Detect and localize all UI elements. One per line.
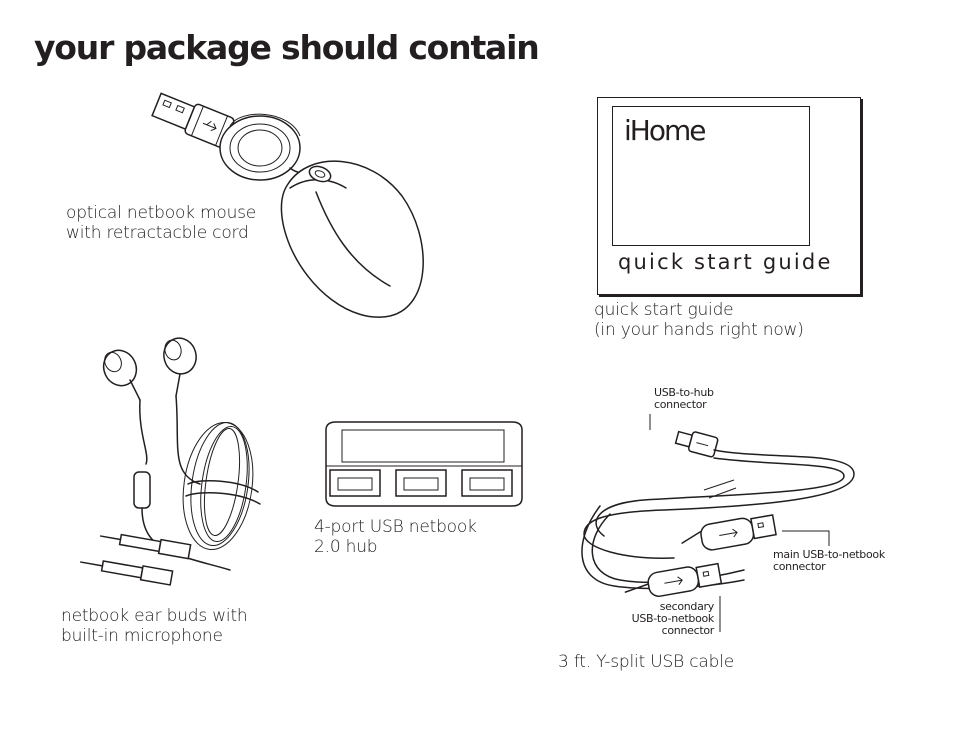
earbuds-caption-line1: netbook ear buds with bbox=[61, 606, 248, 626]
mouse-caption-line2: with retractacble cord bbox=[66, 223, 249, 243]
mouse-caption-line1: optical netbook mouse bbox=[66, 203, 257, 223]
usb-to-hub-connector-label: USB-to-hub connector bbox=[654, 387, 714, 411]
secondary-usb-to-netbook-connector-label: secondary USB-to-netbook connector bbox=[620, 600, 715, 637]
secondary-connector-label-line2: USB-to-netbook bbox=[631, 612, 715, 625]
quick-start-caption: quick start guide (in your hands right n… bbox=[594, 300, 804, 340]
hub-caption-line1: 4-port USB netbook bbox=[314, 517, 477, 537]
quick-start-guide-booklet bbox=[597, 97, 861, 295]
mouse-illustration bbox=[151, 92, 424, 318]
ihome-logo: iHome bbox=[624, 114, 706, 147]
earbuds-illustration bbox=[80, 337, 261, 586]
page-title: your package should contain bbox=[34, 28, 540, 67]
secondary-connector-label-line1: secondary bbox=[659, 600, 715, 613]
hub-caption-line2: 2.0 hub bbox=[314, 537, 378, 557]
quick-start-caption-line1: quick start guide bbox=[594, 300, 734, 320]
usb-cable-illustration bbox=[581, 414, 855, 632]
usb-hub-illustration bbox=[325, 421, 523, 507]
quick-start-guide-cover-text: quick start guide bbox=[618, 250, 833, 274]
mouse-caption: optical netbook mouse with retractacble … bbox=[66, 203, 256, 243]
cable-caption: 3 ft. Y-split USB cable bbox=[558, 652, 734, 672]
earbuds-caption: netbook ear buds with built-in microphon… bbox=[61, 606, 248, 646]
cable-caption-line1: 3 ft. Y-split USB cable bbox=[558, 652, 734, 672]
hub-caption: 4-port USB netbook 2.0 hub bbox=[314, 517, 477, 557]
main-connector-label-line2: connector bbox=[773, 560, 826, 573]
main-connector-label-line1: main USB-to-netbook bbox=[773, 548, 885, 561]
main-usb-to-netbook-connector-label: main USB-to-netbook connector bbox=[773, 549, 885, 573]
quick-start-caption-line2: (in your hands right now) bbox=[594, 320, 804, 340]
earbuds-caption-line2: built-in microphone bbox=[61, 626, 223, 646]
usb-to-hub-connector-label-line2: connector bbox=[654, 398, 707, 411]
secondary-connector-label-line3: connector bbox=[661, 624, 715, 637]
usb-to-hub-connector-label-line1: USB-to-hub bbox=[654, 386, 714, 399]
quick-start-guide-cover-panel bbox=[612, 106, 810, 246]
